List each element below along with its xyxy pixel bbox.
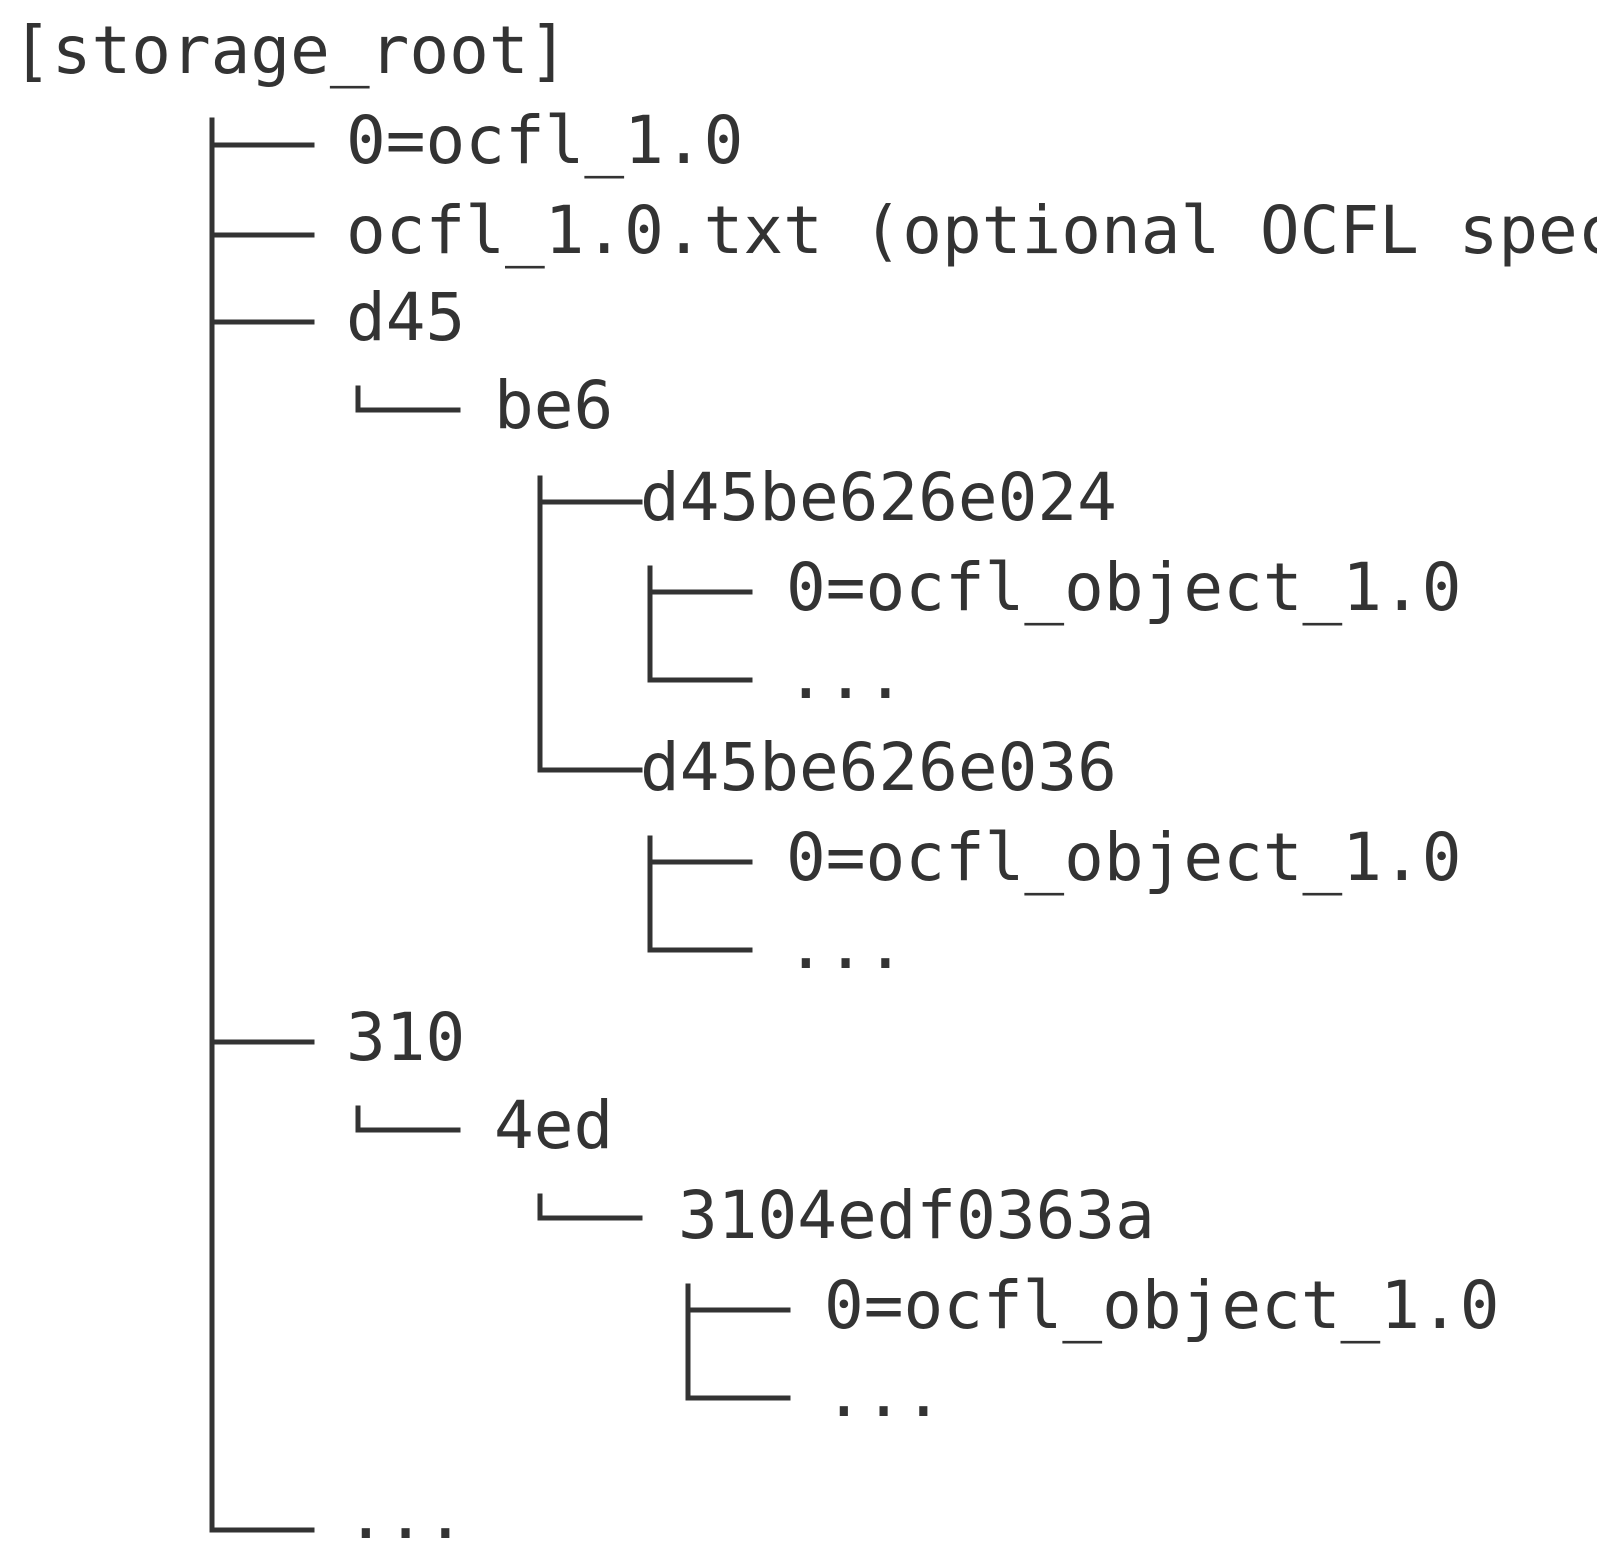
tree-node-label: ... — [786, 907, 905, 984]
tree-node-label: 4ed — [494, 1087, 613, 1164]
tree-node-label: 0=ocfl_1.0 — [346, 102, 743, 179]
tree-node-label: 3104edf0363a — [678, 1177, 1155, 1254]
tree-node-label: 310 — [346, 999, 465, 1076]
tree-labels: [storage_root] 0=ocfl_1.0 ocfl_1.0.txt (… — [12, 12, 1597, 1554]
tree-node-label: ... — [786, 637, 905, 714]
tree-node-label: ocfl_1.0.txt (optional OCFL spec) — [346, 192, 1597, 269]
tree-node-label: ... — [824, 1355, 943, 1432]
tree-node-label: d45be626e036 — [640, 729, 1117, 806]
tree-node-label: 0=ocfl_object_1.0 — [786, 549, 1462, 626]
tree-connectors — [209, 117, 791, 1533]
tree-node-label: 0=ocfl_object_1.0 — [824, 1267, 1500, 1344]
tree-node-label: ... — [346, 1477, 465, 1554]
tree-node-label: d45be626e024 — [640, 459, 1117, 536]
tree-node-label: be6 — [494, 367, 613, 444]
tree-node-label: d45 — [346, 279, 465, 356]
storage-root-label: [storage_root] — [12, 12, 568, 89]
tree-node-label: 0=ocfl_object_1.0 — [786, 819, 1462, 896]
